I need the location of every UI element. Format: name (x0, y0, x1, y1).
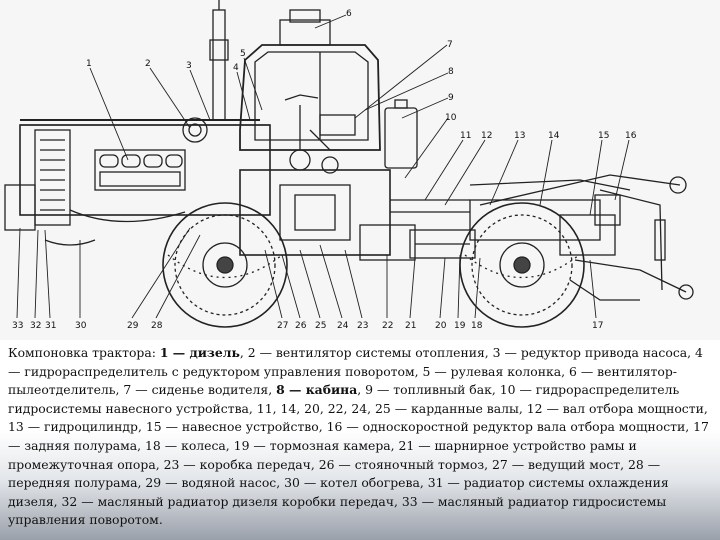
callout-1: 1 (86, 59, 92, 69)
caption-part-bold: 1 — дизель (159, 345, 240, 360)
callout-10: 10 (445, 113, 457, 123)
callout-5: 5 (240, 49, 246, 59)
tractor-layout-diagram: 1 2 3 4 5 6 7 8 9 10 11 12 13 14 15 16 1… (4, 0, 694, 331)
fuel-tank (384, 99, 418, 169)
callout-4: 4 (233, 63, 239, 73)
callout-20: 20 (435, 321, 447, 331)
callout-28: 28 (151, 321, 163, 331)
caption-panel: Компоновка трактора: 1 — дизель, 2 — вен… (0, 340, 720, 540)
callout-11: 11 (460, 131, 471, 141)
callout-9: 9 (448, 93, 454, 103)
callout-8: 8 (448, 67, 454, 77)
callout-32: 32 (30, 321, 41, 331)
callout-31: 31 (45, 321, 56, 331)
callout-7: 7 (447, 40, 453, 50)
leader-lines (16, 14, 630, 319)
callout-18: 18 (471, 321, 483, 331)
caption-part-bold: 8 — кабина (276, 382, 358, 398)
caption-part: , 2 — вентилятор системы отопления, 3 — … (8, 345, 703, 398)
callout-33: 33 (12, 321, 23, 331)
cab (239, 9, 381, 151)
callout-24: 24 (337, 321, 349, 331)
callout-2: 2 (145, 59, 151, 69)
callout-17: 17 (592, 321, 603, 331)
callout-25: 25 (315, 321, 326, 331)
callout-19: 19 (454, 321, 466, 331)
callout-16: 16 (625, 131, 637, 141)
transmission (239, 149, 616, 261)
callout-14: 14 (548, 131, 560, 141)
callout-15: 15 (598, 131, 609, 141)
callout-22: 22 (382, 321, 393, 331)
rear-wheel (459, 202, 585, 328)
callout-13: 13 (514, 131, 525, 141)
caption-part: Компоновка трактора: (8, 345, 160, 360)
callout-30: 30 (75, 321, 87, 331)
callout-6: 6 (346, 9, 352, 19)
callout-23: 23 (357, 321, 368, 331)
rear-hitch (469, 174, 694, 301)
caption-text: Компоновка трактора: 1 — дизель, 2 — вен… (8, 344, 716, 530)
callout-12: 12 (481, 131, 492, 141)
callout-3: 3 (186, 61, 192, 71)
caption-part: , 9 — топливный бак, 10 — гидрораспредел… (8, 382, 709, 528)
exhaust-pipe (209, 0, 229, 121)
callout-21: 21 (405, 321, 416, 331)
callout-27: 27 (277, 321, 288, 331)
callout-29: 29 (127, 321, 139, 331)
callout-26: 26 (295, 321, 307, 331)
